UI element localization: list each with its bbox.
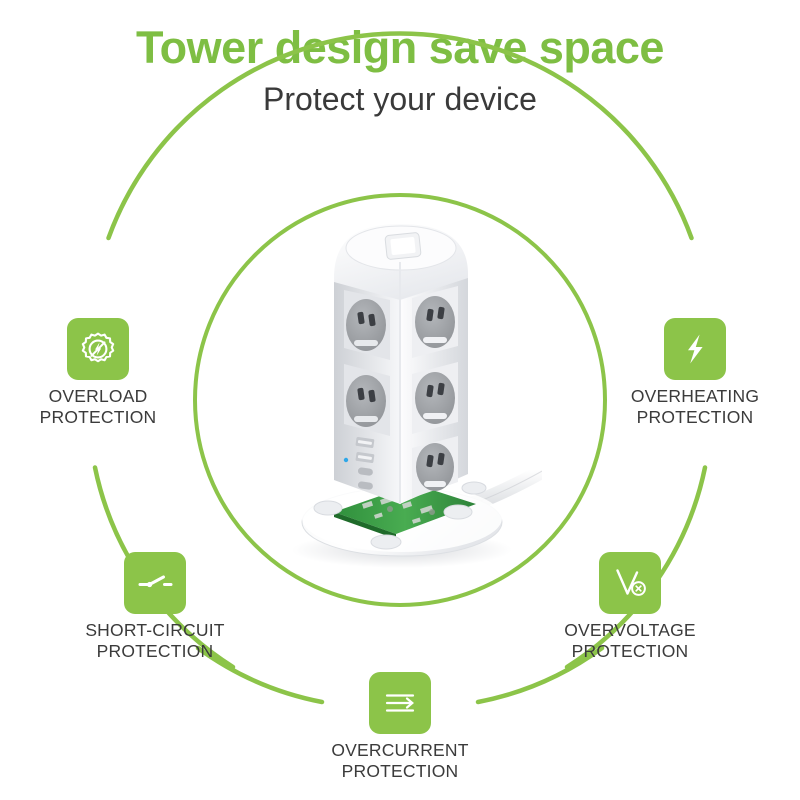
- socket-right-2: [412, 362, 458, 434]
- open-switch-icon: [135, 563, 175, 603]
- usb-c-port-2: [357, 481, 373, 490]
- power-switch[interactable]: [384, 232, 422, 260]
- power-led-indicator: [343, 457, 349, 463]
- overcurrent-label: OVERCURRENT PROTECTION: [300, 740, 500, 781]
- overheating-icon-tile[interactable]: [664, 318, 726, 380]
- feature-short-circuit-protection[interactable]: SHORT-CIRCUIT PROTECTION: [55, 552, 255, 661]
- socket-left-2: [344, 364, 390, 436]
- short-circuit-label-line2: PROTECTION: [96, 640, 214, 661]
- overload-label: OVERLOAD PROTECTION: [0, 386, 198, 427]
- usb-a-port-1: [355, 436, 375, 449]
- overvoltage-label-line2: PROTECTION: [571, 640, 689, 661]
- overcurrent-label-line2: PROTECTION: [341, 760, 459, 781]
- short-circuit-label-line1: SHORT-CIRCUIT: [85, 620, 225, 640]
- current-arrow-lines-icon: [380, 683, 420, 723]
- gear-bolt-icon: [78, 329, 118, 369]
- usb-a-port-2: [355, 451, 375, 464]
- overvoltage-label-line1: OVERVOLTAGE: [564, 620, 696, 640]
- overcurrent-label-line1: OVERCURRENT: [331, 740, 469, 760]
- socket-right-3: [412, 436, 458, 498]
- socket-right-1: [412, 286, 458, 358]
- feature-overload-protection[interactable]: OVERLOAD PROTECTION: [0, 318, 198, 427]
- short-circuit-label: SHORT-CIRCUIT PROTECTION: [55, 620, 255, 661]
- feature-overcurrent-protection[interactable]: OVERCURRENT PROTECTION: [300, 672, 500, 781]
- feature-overheating-protection[interactable]: OVERHEATING PROTECTION: [595, 318, 795, 427]
- socket-group-right: [412, 286, 458, 498]
- short-circuit-icon-tile[interactable]: [124, 552, 186, 614]
- pcb-board: [334, 484, 476, 539]
- base-posts: [313, 481, 487, 550]
- overvoltage-icon-tile[interactable]: [599, 552, 661, 614]
- socket-left-1: [344, 290, 390, 360]
- overvoltage-label: OVERVOLTAGE PROTECTION: [530, 620, 730, 661]
- overload-icon-tile[interactable]: [67, 318, 129, 380]
- voltage-v-cross-icon: [610, 563, 650, 603]
- page-subtitle: Protect your device: [263, 81, 537, 117]
- slash-glyph: [90, 341, 106, 357]
- overheating-label-line1: OVERHEATING: [630, 386, 760, 406]
- inner-ring: [193, 193, 607, 607]
- feature-overvoltage-protection[interactable]: OVERVOLTAGE PROTECTION: [530, 552, 730, 661]
- overheating-label: OVERHEATING PROTECTION: [595, 386, 795, 427]
- overload-label-line1: OVERLOAD: [48, 386, 148, 406]
- usb-port-panel: [343, 436, 375, 490]
- usb-c-port-1: [357, 467, 373, 476]
- overcurrent-icon-tile[interactable]: [369, 672, 431, 734]
- lightning-bolt-icon: [675, 329, 715, 369]
- socket-group-left: [344, 290, 390, 436]
- overheating-label-line2: PROTECTION: [636, 406, 754, 427]
- product-image-tower-power-strip: [292, 224, 542, 568]
- overload-label-line2: PROTECTION: [39, 406, 157, 427]
